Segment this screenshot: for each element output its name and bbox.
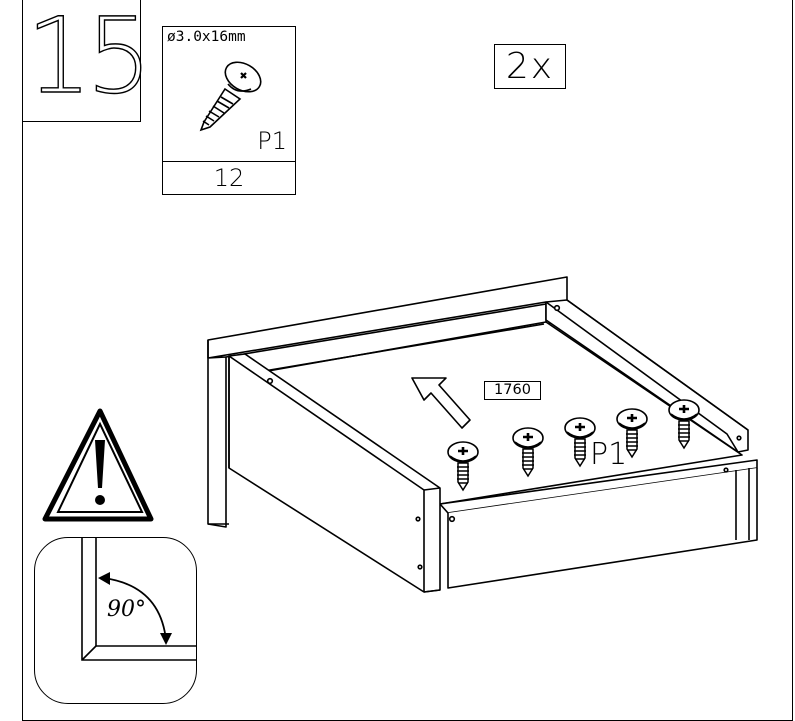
part-code: P1 [257, 127, 287, 155]
part-quantity: 12 [163, 161, 295, 194]
step-number-box [22, 0, 141, 122]
screw-part-label: P1 [590, 437, 628, 472]
arrow-label: 1760 [484, 381, 541, 400]
right-angle-detail [34, 537, 197, 704]
screw-icon [199, 61, 262, 132]
multiplier-badge: 2x [494, 44, 566, 89]
part-size: ø3.0x16mm [167, 29, 246, 45]
part-card: ø3.0x16mm P1 12 [162, 26, 296, 195]
step-number: 15 [25, 0, 153, 117]
angle-label: 90° [107, 597, 146, 622]
